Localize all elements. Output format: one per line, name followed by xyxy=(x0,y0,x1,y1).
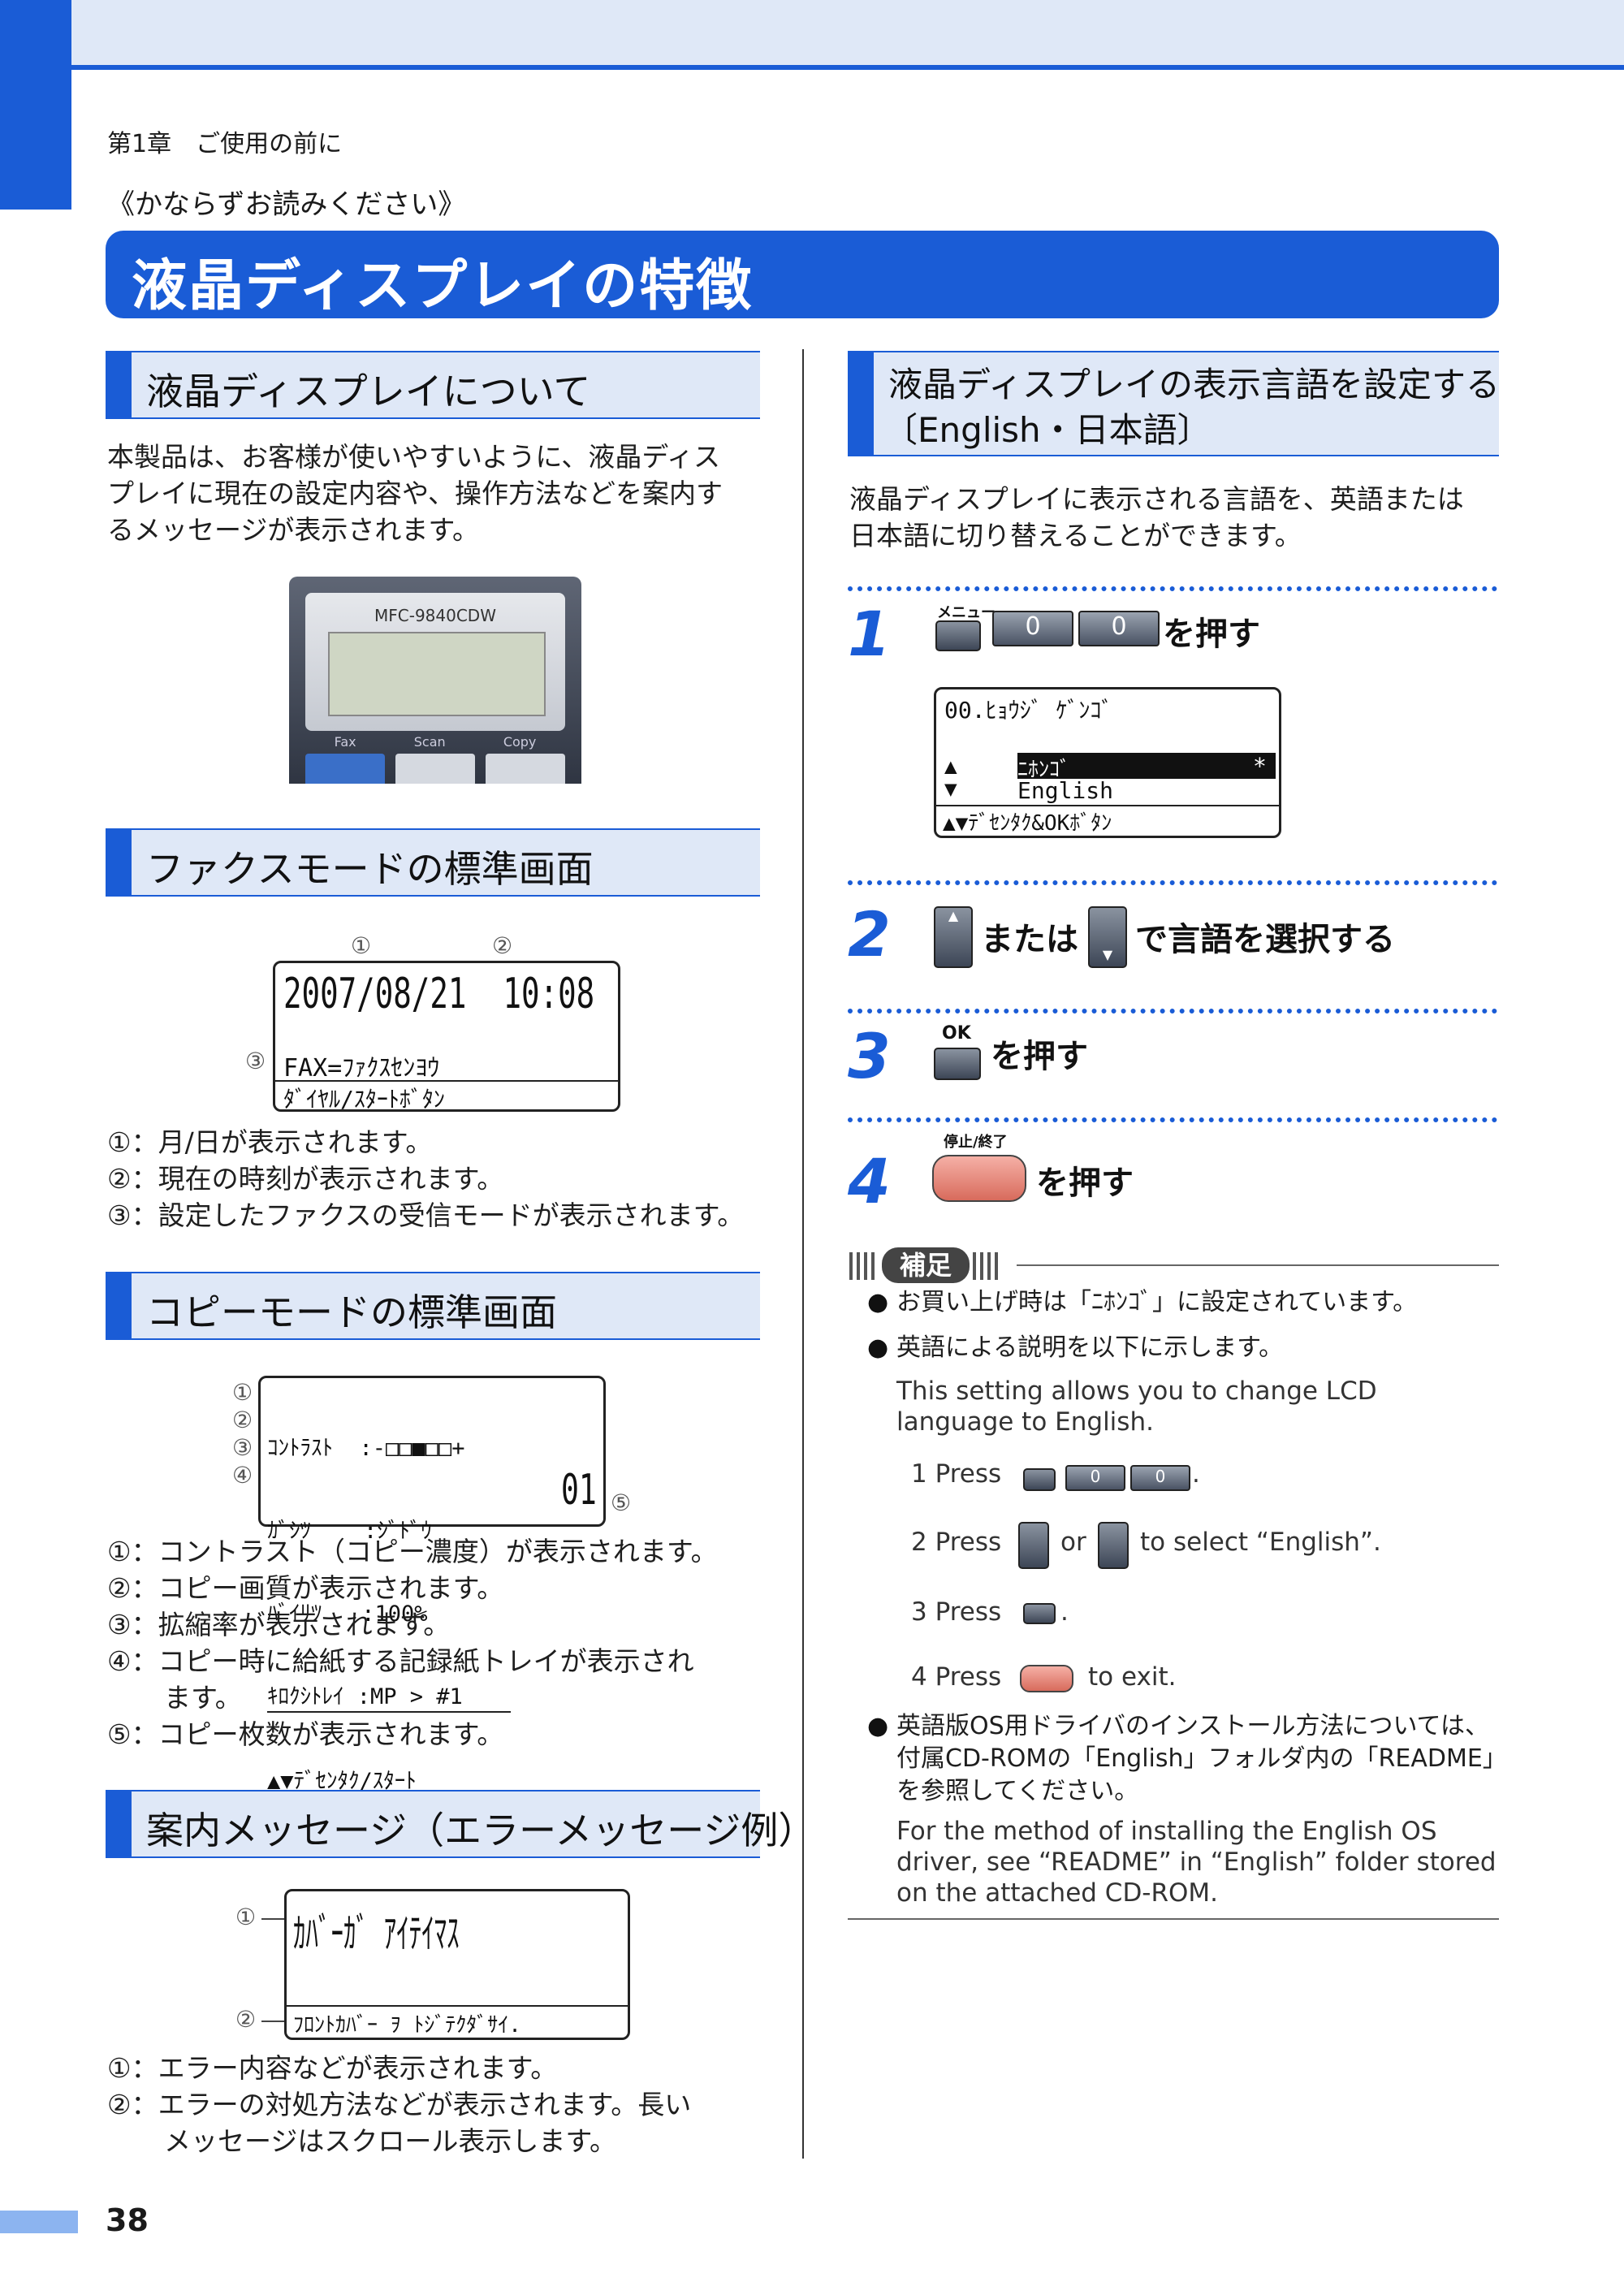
section-heading-line2: 〔English・日本語〕 xyxy=(883,410,1212,450)
menu-key-label: メニュー xyxy=(937,604,996,621)
page-number: 38 xyxy=(106,2202,149,2238)
footer-tab xyxy=(0,2211,78,2233)
fax-lcd-mode: FAX=ﾌｧｸｽｾﾝﾖｳ xyxy=(283,1054,440,1083)
error-lcd-display: ｶﾊﾞｰｶﾞ ｱｲﾃｲﾏｽ ﾌﾛﾝﾄｶﾊﾞｰ ｦ ﾄｼﾞﾃｸﾀﾞｻｲ. xyxy=(284,1889,630,2040)
copy-markers: ① ② ③ ④ xyxy=(232,1379,253,1489)
fax-lcd-datetime: 2007/08/21 10:08 xyxy=(283,970,595,1018)
english-driver-note: For the method of installing the English… xyxy=(896,1817,1497,1908)
marker-3: ③ xyxy=(245,1048,266,1074)
step-number: 1 xyxy=(848,598,891,670)
language-lcd-hint: ▲▼ﾃﾞｾﾝﾀｸ&OKﾎﾞﾀﾝ xyxy=(943,811,1112,836)
language-lcd-display: 00.ﾋｮｳｼﾞ ｹﾞﾝｺﾞ ▲ ▼ ﾆﾎﾝｺﾞ * English ▲▼ﾃﾞｾ… xyxy=(934,687,1281,838)
section-heading-line1: 液晶ディスプレイの表示言語を設定する xyxy=(888,365,1501,404)
step-instruction: を押す xyxy=(991,1038,1088,1075)
language-lcd-title: 00.ﾋｮｳｼﾞ ｹﾞﾝｺﾞ xyxy=(944,697,1113,724)
fax-lcd-hint: ﾀﾞｲﾔﾙ/ｽﾀｰﾄﾎﾞﾀﾝ xyxy=(283,1086,445,1113)
section-header-error-message: 案内メッセージ（エラーメッセージ例） xyxy=(106,1790,815,1858)
step-instruction: を押す xyxy=(1163,616,1260,653)
section-heading: ファクスモードの標準画面 xyxy=(146,847,594,891)
ok-key-icon xyxy=(1023,1603,1056,1624)
step-or: または xyxy=(981,921,1078,958)
supplement-bullet-2: 英語による説明を以下に示します。 xyxy=(896,1333,1284,1362)
copy-lcd-count: 01 xyxy=(561,1466,597,1515)
language-option-selected: ﾆﾎﾝｺﾞ xyxy=(1017,753,1276,782)
marker-2: ② xyxy=(492,932,513,959)
section-heading: コピーモードの標準画面 xyxy=(146,1290,557,1334)
section-heading: 液晶ディスプレイについて xyxy=(146,370,591,413)
marker-1: ① xyxy=(235,1904,257,1930)
ok-key-label: OK xyxy=(942,1023,971,1044)
language-intro: 液晶ディスプレイに表示される言語を、英語または 日本語に切り替えることができます… xyxy=(849,483,1464,551)
supplement-label: 補足 xyxy=(849,1247,1012,1283)
down-key-icon xyxy=(1098,1522,1129,1569)
error-lcd-message: ｶﾊﾞｰｶﾞ ｱｲﾃｲﾏｽ xyxy=(293,1910,460,1957)
down-arrow-icon: ▼ xyxy=(944,777,957,802)
error-lcd-remedy: ﾌﾛﾝﾄｶﾊﾞｰ ｦ ﾄｼﾞﾃｸﾀﾞｻｲ. xyxy=(293,2013,521,2038)
supplement-bullet-1: お買い上げ時は「ﾆﾎﾝｺﾞ」に設定されています。 xyxy=(896,1288,1418,1316)
digit-key-0: 0 xyxy=(992,611,1073,646)
marker-5: ⑤ xyxy=(611,1489,632,1516)
section-header-language: 液晶ディスプレイの表示言語を設定する 〔English・日本語〕 xyxy=(848,351,1501,456)
digit-key-0: 0 xyxy=(1078,611,1160,646)
up-key-icon: ▲ xyxy=(934,906,973,968)
ok-key-icon xyxy=(934,1048,981,1080)
copy-screen-notes: ①：コントラスト（コピー濃度）が表示されます。 ②：コピー画質が表示されます。 … xyxy=(107,1536,718,1750)
column-divider xyxy=(802,349,804,2159)
device-button-labels: Fax Scan Copy xyxy=(305,734,565,750)
fax-screen-notes: ①：月/日が表示されます。 ②：現在の時刻が表示されます。 ③：設定したファクス… xyxy=(107,1126,745,1231)
stop-key-icon xyxy=(932,1155,1026,1202)
page-title: 液晶ディスプレイの特徴 xyxy=(132,254,754,318)
device-label-scan: Scan xyxy=(413,734,446,750)
step-number: 3 xyxy=(848,1020,891,1092)
supplement-bullet-3: 英語版OS用ドライバのインストール方法については、 付属CD-ROMの「Engl… xyxy=(896,1712,1507,1805)
menu-key-icon xyxy=(1023,1468,1056,1491)
device-lcd-screen xyxy=(328,632,546,716)
copy-lcd-lines: ｺﾝﾄﾗｽﾄ :-□□■□□+ ｶﾞｼﾂ :ｼﾞﾄﾞｳ ﾊﾞｲﾘﾂ :100% … xyxy=(267,1380,511,1851)
chapter-label: 第1章 ご使用の前に xyxy=(107,130,343,158)
en-step-1: 1 Press xyxy=(911,1459,1002,1489)
error-message-notes: ①：エラー内容などが表示されます。 ②：エラーの対処方法などが表示されます。長い… xyxy=(107,2052,692,2157)
copy-lcd-display: ｺﾝﾄﾗｽﾄ :-□□■□□+ ｶﾞｼﾂ :ｼﾞﾄﾞｳ ﾊﾞｲﾘﾂ :100% … xyxy=(258,1376,606,1794)
device-label-fax: Fax xyxy=(334,734,356,750)
step-number: 4 xyxy=(848,1145,891,1217)
device-model-label: MFC-9840CDW xyxy=(374,606,496,625)
marker-1: ① xyxy=(351,932,372,959)
step-number: 2 xyxy=(848,898,891,970)
up-arrow-icon: ▲ xyxy=(944,754,957,779)
en-step-3: 3 Press xyxy=(911,1597,1002,1627)
device-fax-button xyxy=(305,754,385,784)
stop-key-label: 停止/終了 xyxy=(944,1134,1008,1151)
digit-key-0: 0 xyxy=(1130,1465,1190,1491)
device-label-copy: Copy xyxy=(503,734,537,750)
device-scan-button xyxy=(395,754,475,784)
title-banner xyxy=(106,231,1499,318)
device-copy-button xyxy=(486,754,565,784)
selected-star: * xyxy=(1253,753,1267,780)
up-key-icon xyxy=(1018,1522,1049,1569)
device-panel-illustration: MFC-9840CDW Fax Scan Copy xyxy=(289,577,581,784)
menu-key-icon xyxy=(935,620,981,651)
section-body-lcd-about: 本製品は、お客様が使いやすいように、液晶ディス プレイに現在の設定内容や、操作方… xyxy=(107,441,723,546)
en-step-2: 2 Press xyxy=(911,1528,1002,1557)
english-intro: This setting allows you to change LCD la… xyxy=(896,1377,1377,1437)
fax-lcd-display: 2007/08/21 10:08 FAX=ﾌｧｸｽｾﾝﾖｳ ﾀﾞｲﾔﾙ/ｽﾀｰﾄ… xyxy=(273,961,620,1113)
step-instruction: で言語を選択する xyxy=(1135,921,1395,958)
marker-2: ② xyxy=(235,2006,257,2033)
must-read-label: 《かならずお読みください》 xyxy=(107,188,466,221)
down-key-icon: ▼ xyxy=(1088,906,1127,968)
chapter-tab xyxy=(0,0,71,210)
stop-key-icon xyxy=(1020,1665,1073,1692)
step-instruction: を押す xyxy=(1036,1165,1134,1202)
language-option-english: English xyxy=(1017,777,1114,804)
section-heading: 案内メッセージ（エラーメッセージ例） xyxy=(146,1809,816,1852)
digit-key-0: 0 xyxy=(1065,1465,1125,1491)
en-step-4: 4 Press xyxy=(911,1662,1002,1692)
header-band xyxy=(0,0,1624,70)
section-header-fax-screen: ファクスモードの標準画面 xyxy=(106,828,760,897)
section-header-lcd-about: 液晶ディスプレイについて xyxy=(106,351,760,419)
section-header-copy-screen: コピーモードの標準画面 xyxy=(106,1272,760,1340)
